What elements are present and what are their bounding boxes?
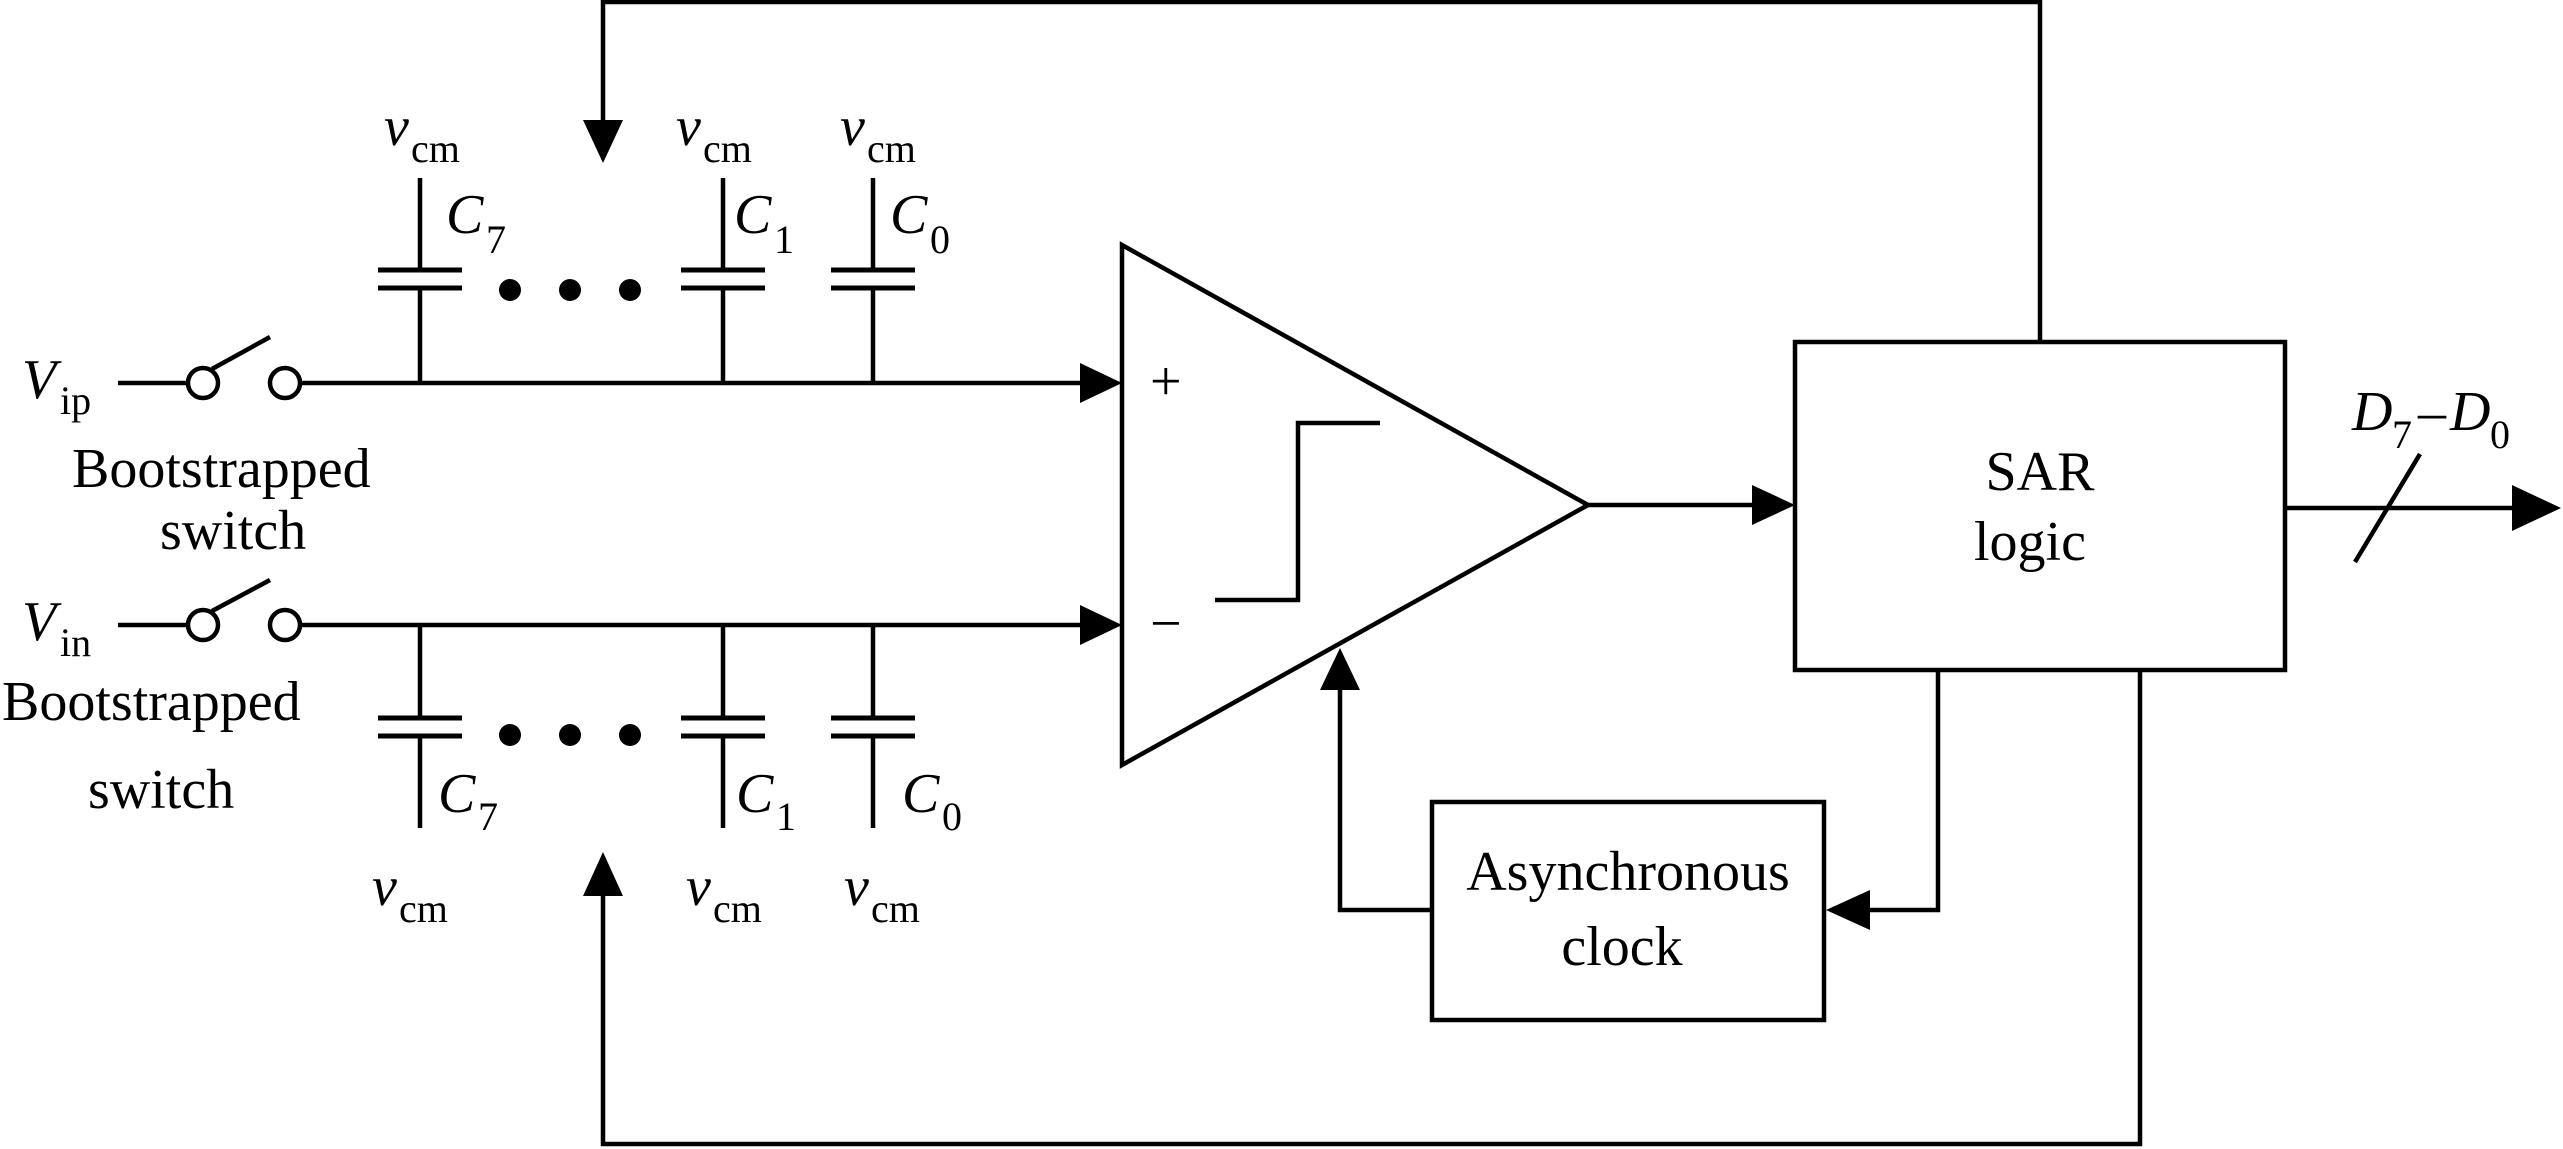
top-c0-ref-sub: cm: [867, 126, 916, 171]
vin-switch-terminal-left: [185, 607, 221, 643]
comparator-plus-label: +: [1150, 351, 1182, 413]
vip-label-sub: ip: [60, 378, 91, 423]
bottom-c0-ref-sub: cm: [871, 886, 920, 931]
top-c1-ref-sub: cm: [703, 126, 752, 171]
bottom-c7-ref-var: v: [372, 856, 397, 918]
vip-switch-blade: [210, 335, 272, 371]
comparator-output-arrowhead: [1752, 485, 1795, 525]
bottom-c7-ref-sub: cm: [399, 886, 448, 931]
top-feedback-wire: [583, 0, 2043, 342]
vin-switch-label-line1: Bootstrapped: [2, 671, 301, 733]
sar-logic-label-line2: logic: [1974, 511, 2086, 573]
vip-switch-label-line2: switch: [160, 500, 306, 562]
top-feedback-arrowhead: [583, 120, 623, 163]
output-d7-sub: 7: [2392, 412, 2412, 457]
top-c0-cap-var: C: [890, 184, 928, 246]
clock-to-comparator-arrowhead: [1320, 648, 1360, 690]
top-c7-ref-var: v: [384, 96, 409, 158]
comparator-minus-label: −: [1150, 593, 1182, 655]
top-c1-cap-var: C: [734, 184, 772, 246]
vip-label-var: V: [22, 349, 62, 411]
top-cap-c7: v cm C 7: [378, 96, 506, 383]
top-c7-cap-var: C: [446, 184, 484, 246]
output-bus-slash: [2353, 452, 2422, 564]
bottom-c7-cap-var: C: [438, 763, 476, 825]
output-d0-var: D: [2449, 381, 2490, 443]
comparator-triangle: [1119, 241, 1593, 769]
vip-switch-terminal-left: [185, 365, 221, 401]
bottom-ellipsis-dots: [499, 724, 641, 746]
bottom-cap-c0: C 0 v cm: [831, 625, 962, 931]
positive-input-path: V ip Bootstrapped switch: [22, 335, 1122, 562]
bottom-feedback-arrowhead: [583, 852, 623, 896]
negative-input-path: V in Bootstrapped switch: [2, 578, 1122, 821]
top-c1-ref-var: v: [676, 96, 701, 158]
output-dash: –: [2417, 381, 2447, 443]
bottom-c0-cap-var: C: [902, 763, 940, 825]
top-c0-ref-var: v: [840, 96, 865, 158]
bottom-c1-cap-sub: 1: [776, 794, 796, 839]
comparator: + −: [1119, 241, 1593, 769]
vin-label-sub: in: [60, 620, 91, 665]
vin-switch-label-line2: switch: [88, 759, 234, 821]
top-c7-ref-sub: cm: [411, 126, 460, 171]
top-c7-cap-sub: 7: [486, 217, 506, 262]
vip-switch-label-line1: Bootstrapped: [72, 438, 371, 500]
comparator-output-wire: [1588, 485, 1795, 525]
clock-to-comparator-wire: [1320, 648, 1432, 913]
bottom-c1-ref-sub: cm: [713, 886, 762, 931]
sar-logic-block: SAR logic: [1792, 339, 2288, 673]
top-ellipsis-dots: [499, 279, 641, 301]
bottom-cap-c7: C 7 v cm: [372, 625, 498, 931]
bottom-c0-ref-var: v: [844, 856, 869, 918]
vip-comparator-arrowhead: [1080, 363, 1122, 403]
top-cap-c1: v cm C 1: [676, 96, 794, 383]
sar-to-clock-arrowhead: [1826, 890, 1870, 930]
bottom-cap-c1: C 1 v cm: [681, 625, 796, 931]
bottom-c1-ref-var: v: [686, 856, 711, 918]
bottom-feedback-wire: [583, 670, 2143, 1147]
bottom-c0-cap-sub: 0: [942, 794, 962, 839]
sar-logic-label-line1: SAR: [1986, 441, 2096, 503]
vin-switch-terminal-right: [267, 607, 303, 643]
output-d7-var: D: [2351, 381, 2392, 443]
bottom-c1-cap-var: C: [736, 763, 774, 825]
async-clock-label-line1: Asynchronous: [1466, 841, 1790, 903]
vin-label-var: V: [22, 591, 62, 653]
vin-comparator-arrowhead: [1080, 605, 1122, 645]
sar-to-clock-wire: [1826, 670, 1941, 930]
bottom-c7-cap-sub: 7: [478, 794, 498, 839]
output-d0-sub: 0: [2490, 412, 2510, 457]
top-cap-c0: v cm C 0: [831, 96, 950, 383]
comparator-step-symbol: [1215, 420, 1380, 603]
output-bus: D 7 – D 0: [2285, 381, 2561, 564]
async-clock-label-line2: clock: [1561, 916, 1682, 978]
top-c1-cap-sub: 1: [774, 217, 794, 262]
async-clock-block: Asynchronous clock: [1429, 799, 1827, 1023]
top-c0-cap-sub: 0: [930, 217, 950, 262]
output-bus-arrowhead: [2512, 485, 2561, 531]
vip-switch-terminal-right: [267, 365, 303, 401]
vin-switch-blade: [210, 578, 272, 613]
